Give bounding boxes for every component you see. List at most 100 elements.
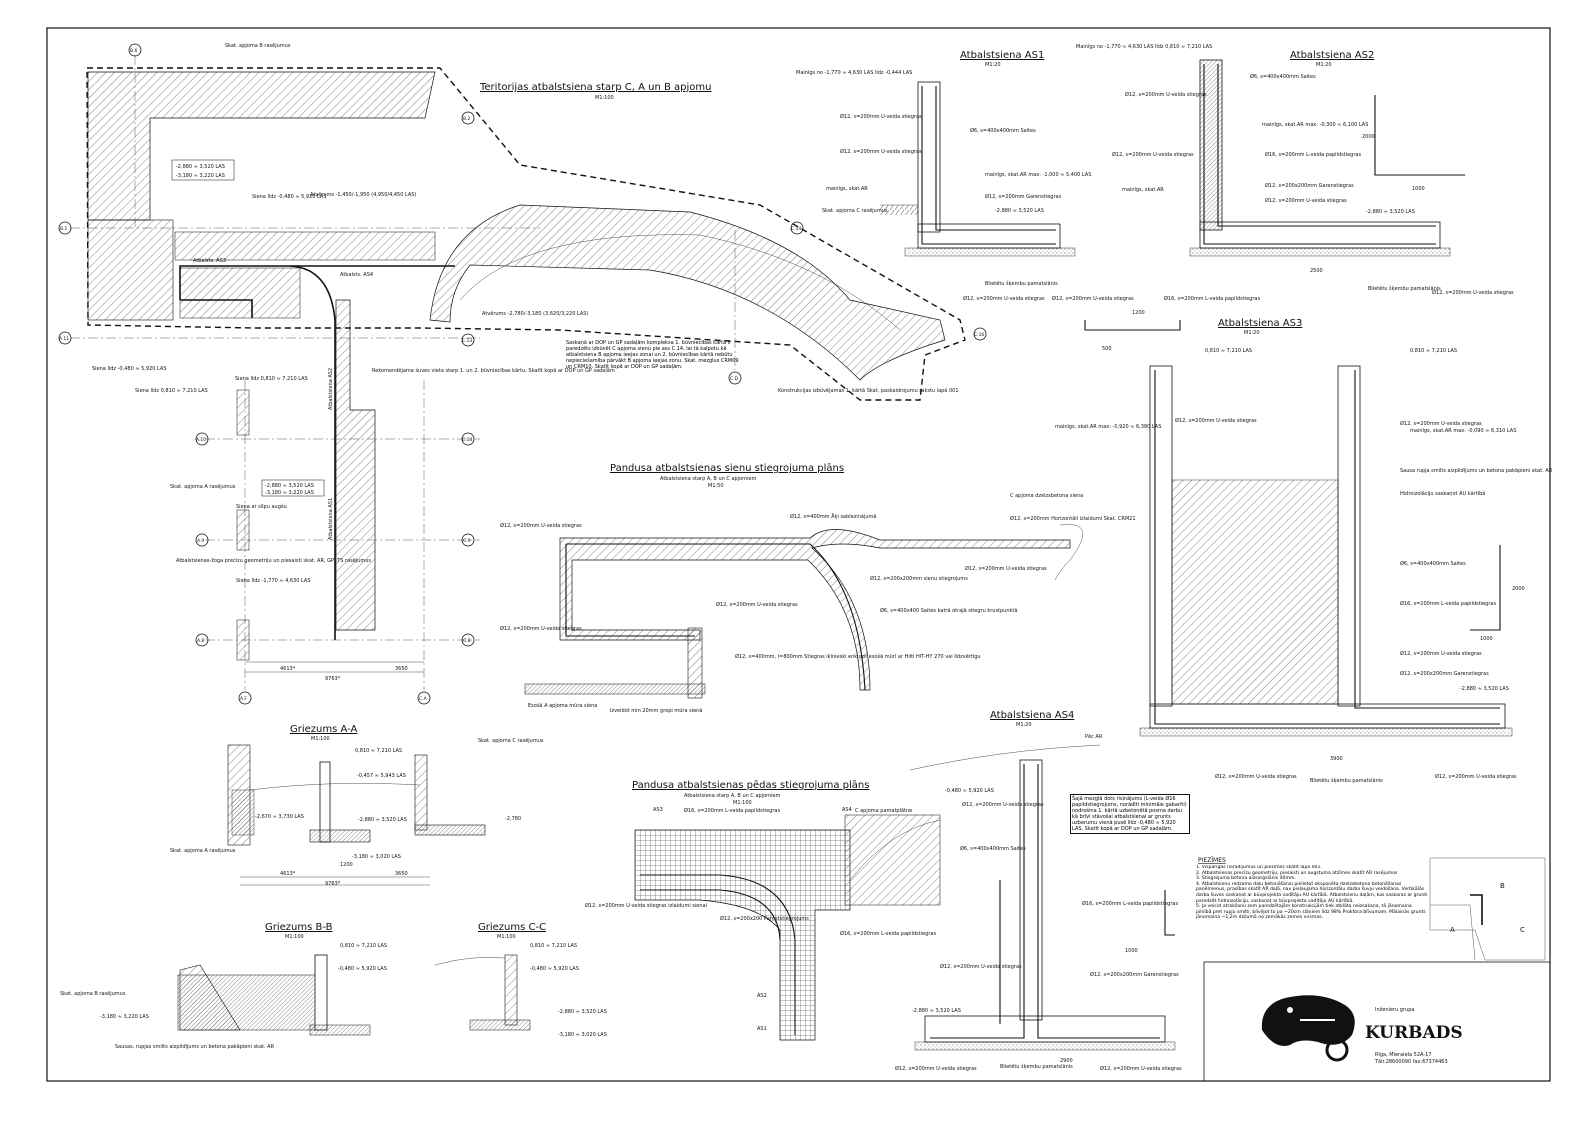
as1-label-4: Ø12, s=200mm U-veida stiegras	[840, 148, 922, 155]
plan-view: 4613* 3650 9763* Teritorijas atbalstsien…	[70, 43, 966, 690]
note-item: 5. Ja veicot atrakšanu zem paredzētajām …	[1196, 904, 1426, 921]
sec-aa-label-1: 0,810 ≈ 7,210 LAS	[355, 748, 402, 754]
plan-dim-2: 3650	[395, 666, 408, 672]
grid-bubble-b6: B.6	[130, 48, 138, 54]
foot-label-1: Ø16, s=200mm L-veida papildstiegras	[684, 807, 780, 814]
as2-label-12: Blietētu šķembu pamatslānis	[1368, 285, 1441, 292]
as3-label-14: Ø12, s=200mm U-veida stiegras	[1215, 773, 1297, 780]
as3-label-3: Ø12, s=200mm U-veida stiegras	[1400, 420, 1482, 427]
as2-label-5: Ø16, s=200mm L-veida papildstiegras	[1265, 151, 1361, 158]
as2-label-11: Ø16, s=200mm L-veida papildstiegras	[1164, 295, 1260, 302]
as3-dim-b: 1000	[1480, 636, 1493, 642]
detail-as2: Atbalstsiena AS2 M1:20 Mainīgs no -1,770…	[1076, 44, 1514, 352]
as4-title: Atbalstsiena AS4	[990, 710, 1074, 721]
label-opening-1: Atvērums -1,450/-1,950 (4,950/4,450 LAS)	[310, 192, 416, 198]
grid-bubble-c8: C.8	[463, 638, 471, 644]
as3-label-5: mainīgs, skat.AR max: -0,090 ≈ 6,310 LAS	[1410, 428, 1516, 434]
volume-b-lower	[87, 219, 174, 321]
as4-label-11: Ø12, s=200mm U-veida stiegras	[895, 1065, 977, 1072]
as1-label-10: Blietētu šķembu pamatslānis	[985, 280, 1058, 287]
grid-bubble-c16: C.16	[974, 332, 984, 338]
label-as1: Atbalstsiena AS1	[328, 498, 334, 540]
ramp-foot-title: Pandusa atbalstsienas pēdas stiegrojuma …	[632, 780, 869, 791]
as1-title: Atbalstsiena AS1	[960, 50, 1044, 61]
sec-cc-scale: M1:100	[497, 934, 516, 940]
key-plan-b: B	[1500, 882, 1505, 890]
section-aa: Griezums A-A M1:100 0,810 ≈ 7,210 LAS Sk…	[170, 724, 544, 887]
plan-dim-1: 4613*	[280, 666, 296, 672]
as4-dim-b: 1000	[1125, 948, 1138, 954]
as4-label-12: Ø12, s=200mm U-veida stiegras	[1100, 1065, 1182, 1072]
as1-label-7: Ø12, s=200mm Garenstiegras	[985, 193, 1062, 200]
ramp-wall-outline	[559, 529, 1071, 691]
as3-dim-a: 3900	[1330, 756, 1343, 762]
as2-dim-e: 2000	[1362, 134, 1375, 140]
ramp-foot-plan: Pandusa atbalstsienas pēdas stiegrojuma …	[585, 780, 941, 1041]
grid-bubble-c13: C.13	[462, 338, 472, 344]
column-b	[236, 509, 250, 551]
as3-label-2: 0,810 ≈ 7,210 LAS	[1410, 348, 1457, 354]
grid-bubble-ca: C.A	[419, 696, 428, 702]
as3-label-4: mainīgs, skat.AR max: -0,920 ≈ 6,380 LAS	[1055, 424, 1161, 430]
as2-dim-c: 1200	[1132, 310, 1145, 316]
slab-area	[174, 231, 436, 261]
detail-as1: Atbalstsiena AS1 M1:20 Mainīgs no -1,770…	[796, 50, 1134, 302]
ramp-label-4: Ø12, s=200mm Horizontāli izlaidumi Skat.…	[1010, 515, 1136, 522]
as2-dim-a: 1000	[1412, 186, 1425, 192]
ramp-label-3: C apjoma dzelzsbetona siena	[1010, 493, 1083, 499]
key-plan: B A C	[1429, 857, 1546, 961]
ramp-structure	[429, 204, 946, 381]
sec-bb-label-2: -0,480 ≈ 5,920 LAS	[338, 966, 387, 972]
existing-masonry	[524, 683, 706, 695]
grid-bubble-b1: B.1	[60, 226, 68, 232]
sec-bb-label-5: Sausas, rupjas smilts aizpildījums un be…	[115, 1044, 275, 1050]
label-as3: Atbalsts. AS3	[193, 258, 226, 264]
foot-label-2: C apjoma pamatplātne	[855, 808, 912, 814]
grid-axes	[70, 55, 736, 690]
as2-label-10: -2,880 ≈ 3,520 LAS	[1366, 209, 1415, 215]
as2-label-4: mainīgs, skat.AR max: -0,300 ≈ 6,100 LAS	[1262, 122, 1368, 128]
sec-aa-label-7: Skat. apjoma A rasējumus	[170, 848, 236, 854]
as1-label-5: mainīgs, skat.AR max: -1,000 ≈ 5,400 LAS	[985, 172, 1091, 178]
ramp-wall-subtitle: Atbalstsiena starp A, B un C apjomiem	[660, 476, 756, 482]
grid-bubble-af: A.F	[240, 696, 247, 702]
plan-title: Teritorijas atbalstsiena starp C, A un B…	[479, 82, 712, 93]
ramp-label-8: Ø12, s=200mm U-veida stiegras	[716, 601, 798, 608]
as3-label-11: Ø12, s=200mm U-veida stiegras	[1400, 650, 1482, 657]
as2-label-9: Ø12, s=200mm U-veida stiegras	[1265, 197, 1347, 204]
sec-cc-label-4: -3,180 ≈ 3,020 LAS	[558, 1032, 607, 1038]
wall-return	[180, 299, 253, 318]
label-wall-to-2: Siena līdz -0,480 ≈ 5,920 LAS	[92, 366, 167, 372]
plan-scale: M1:100	[595, 95, 614, 101]
note-item: 3. Stiegrojuma betona aizsargslānis 40mm…	[1196, 876, 1296, 882]
label-level-1: -2,880 ≈ 3,520 LAS	[176, 164, 225, 170]
foot-cut-as3: AS3	[653, 807, 663, 813]
sec-aa-dim-4: 3650	[395, 871, 408, 877]
as4-label-9: -2,880 ≈ 3,520 LAS	[912, 1008, 961, 1014]
as4-label-6: Ø16, s=200mm L-veida papildstiegras	[1082, 900, 1178, 907]
as3-dim-c: 2000	[1512, 586, 1525, 592]
as3-label-15: Blietētu šķembu pamatslānis	[1310, 777, 1383, 784]
ramp-label-12: Izveidot min 20mm gropi mūra sienā	[610, 708, 702, 714]
sec-cc-title: Griezums C-C	[478, 922, 546, 933]
note-item: 1. Vispārīgās norādījumus un piezīmes sk…	[1196, 865, 1322, 870]
sec-aa-label-4: -2,670 ≈ 3,730 LAS	[255, 814, 304, 820]
as3-label-16: Ø12, s=200mm U-veida stiegras	[1435, 773, 1517, 780]
ramp-label-11: Esošā A apjoma mūra siena	[528, 702, 597, 709]
company-name: KURBADS	[1365, 1023, 1463, 1043]
column-a	[236, 389, 250, 436]
as2-dim-d: 500	[1102, 346, 1112, 352]
as1-label-9: Skat. apjoma C rasējumus	[822, 208, 888, 214]
as2-label-7: mainīgs, skat.AR	[1122, 187, 1164, 193]
as4-label-8: Ø12, s=200x200mm Garenstiegras	[1090, 971, 1179, 978]
as1-scale: M1:20	[985, 62, 1001, 68]
sec-bb-scale: M1:100	[285, 934, 304, 940]
as3-label-9: Ø6, s=400x400mm Saites	[1400, 560, 1466, 567]
sec-bb-title: Griezums B-B	[265, 922, 333, 933]
ramp-foot-subtitle: Atbalstsiena starp A, B un C apjomiem	[684, 793, 780, 799]
foot-label-3: Ø12, s=200mm U-veida stiegras izlaidumi …	[585, 902, 707, 909]
ramp-wall-title: Pandusa atbalstsienas sienu stiegrojuma …	[610, 463, 844, 474]
as1-label-8: -2,880 ≈ 3,520 LAS	[995, 208, 1044, 214]
sec-aa-dim-2: 9763*	[325, 881, 341, 887]
